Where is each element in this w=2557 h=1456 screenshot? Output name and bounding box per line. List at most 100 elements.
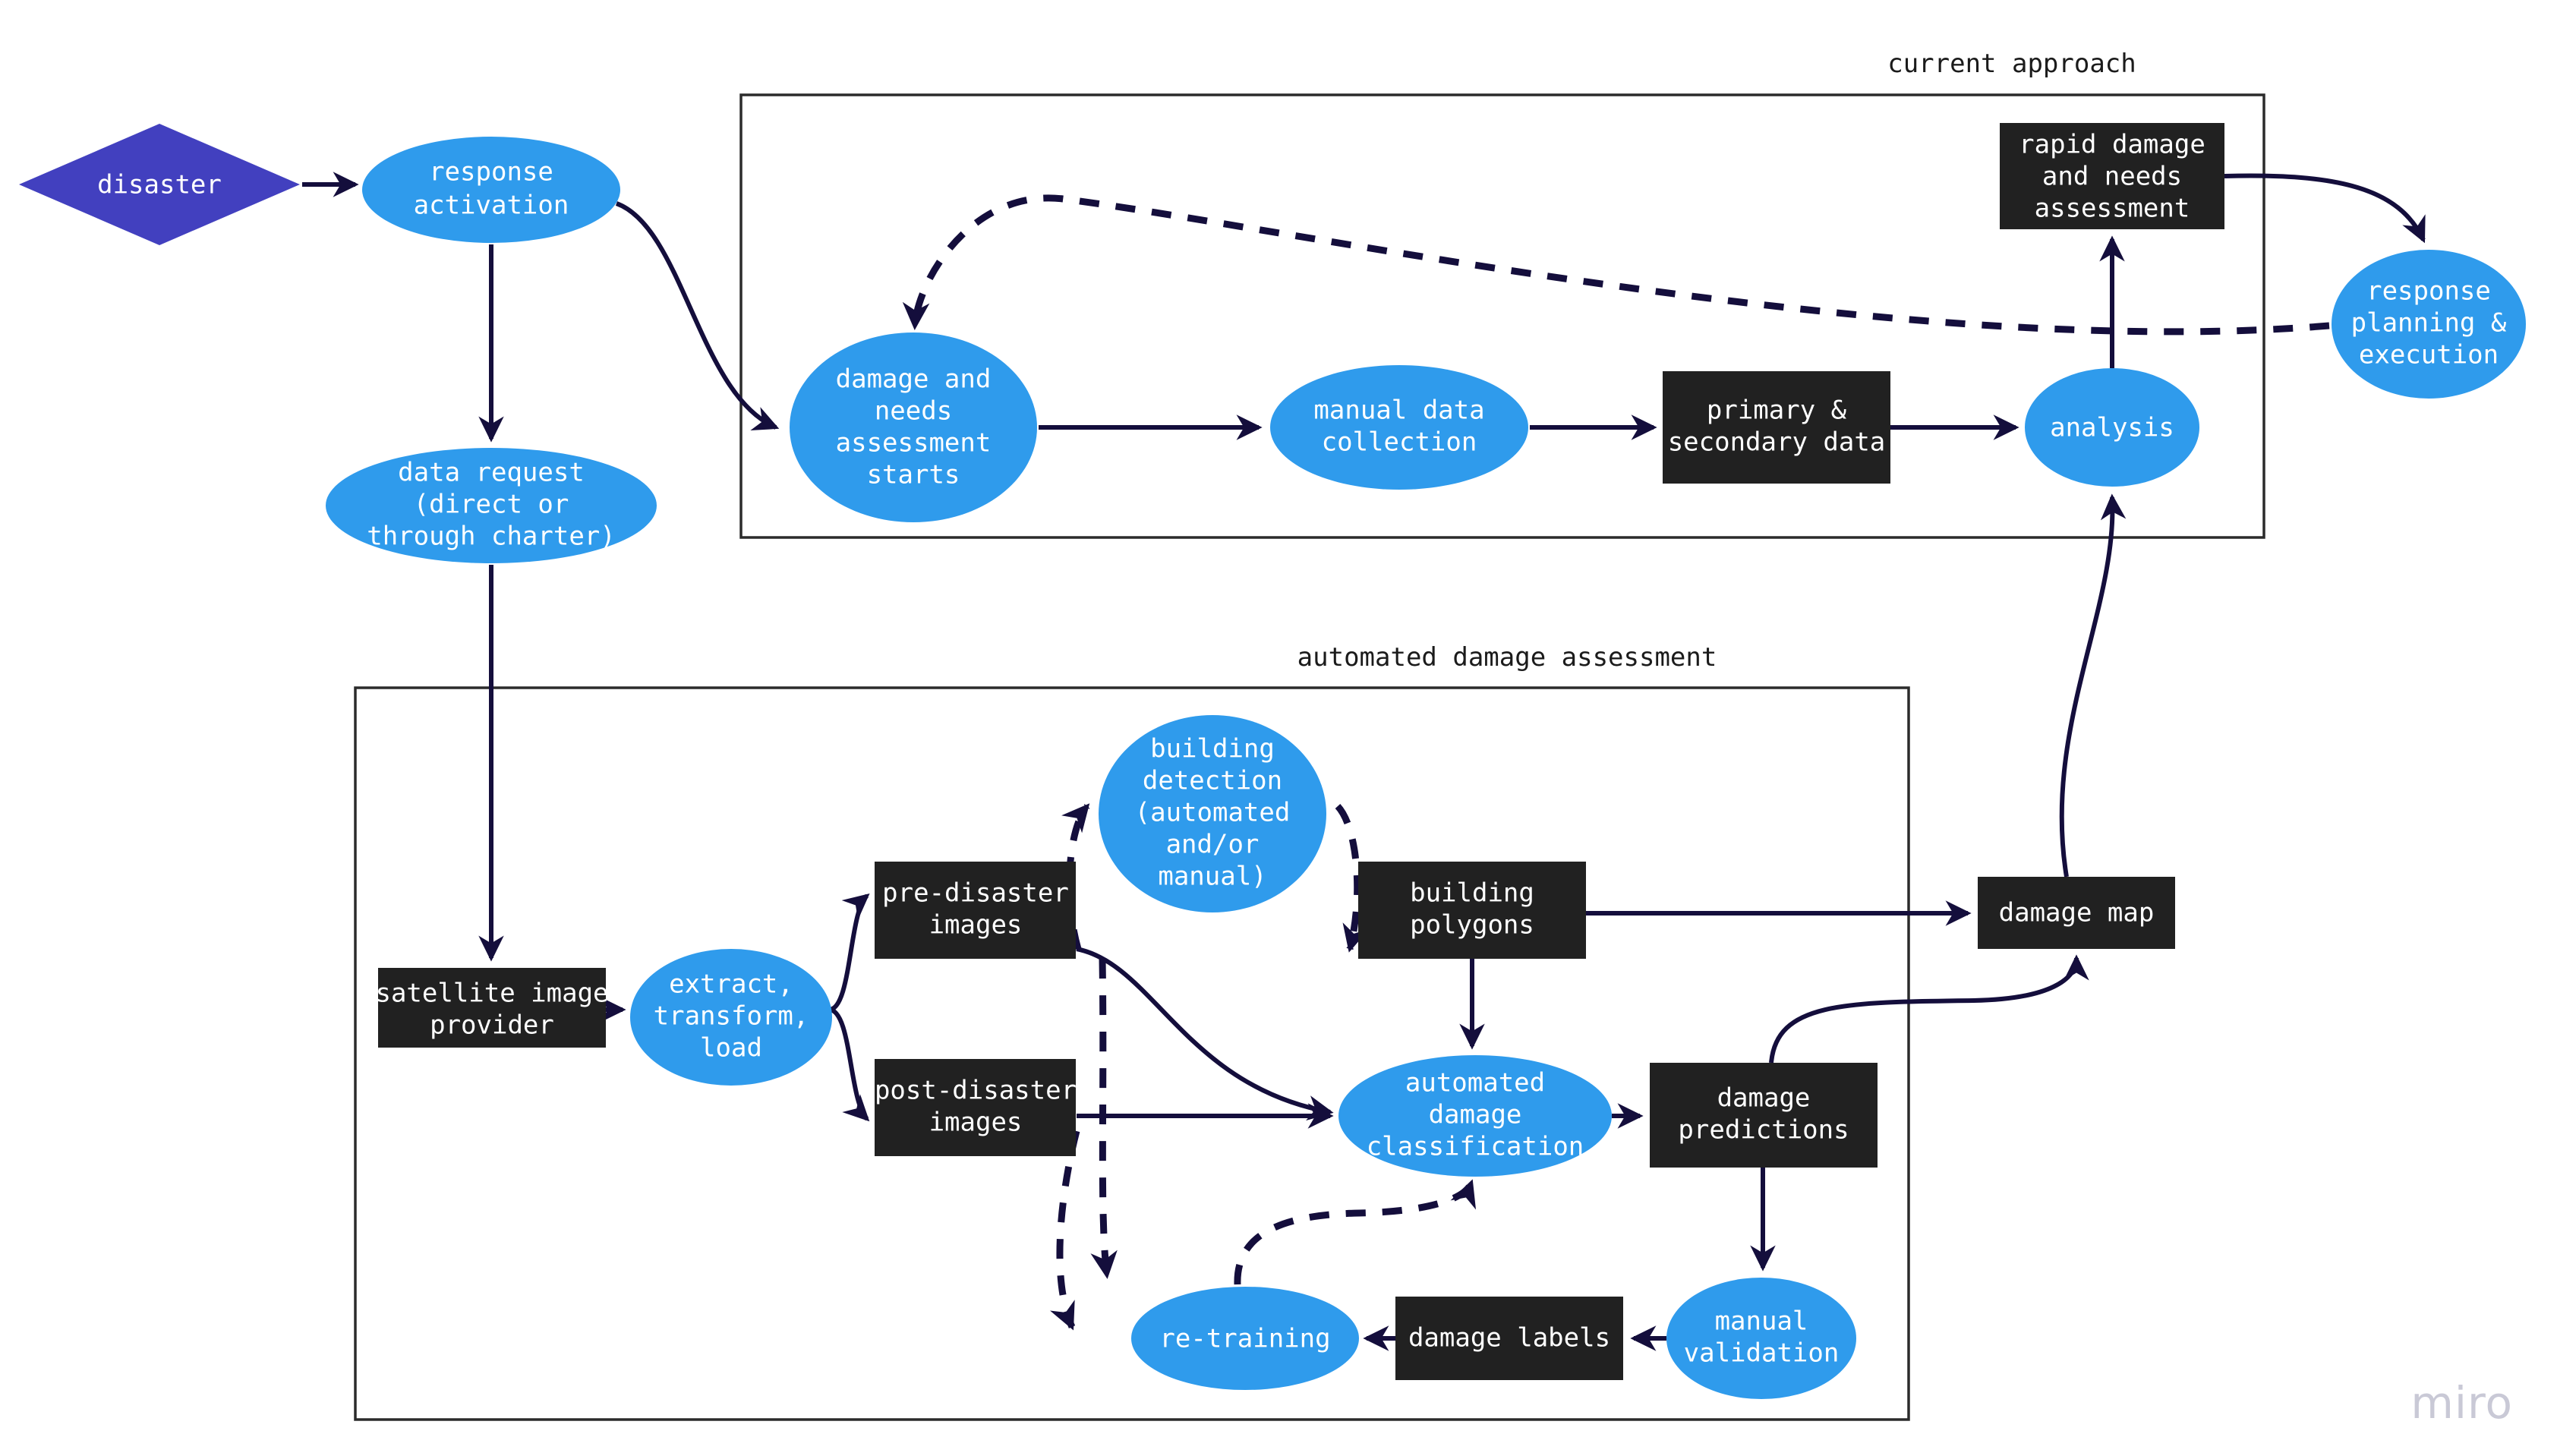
re-training-label: re-training [1159, 1324, 1330, 1354]
data-request-label-line2: (direct or [414, 490, 569, 520]
building-detection-label-line5: manual) [1158, 862, 1266, 892]
damage-predictions-shape [1650, 1063, 1878, 1168]
node-building-detection[interactable]: building detection (automated and/or man… [1099, 715, 1326, 912]
miro-watermark: miro [2410, 1377, 2513, 1429]
node-pre-disaster-images[interactable]: pre-disaster images [875, 862, 1076, 959]
node-data-request[interactable]: data request (direct or through charter) [326, 448, 657, 563]
edge-pre-disaster-images-to-re-training [1090, 958, 1118, 1279]
automated-damage-classification-label-line3: classification [1367, 1132, 1584, 1162]
damage-map-label: damage map [1999, 898, 2155, 928]
damage-and-needs-assessment-starts-label-line3: assessment [836, 428, 992, 459]
response-planning-execution-label-line2: planning & [2351, 308, 2507, 339]
node-post-disaster-images[interactable]: post-disaster images [875, 1059, 1077, 1156]
extract-transform-load-label-line2: transform, [654, 1001, 809, 1032]
post-disaster-images-shape [875, 1059, 1076, 1156]
manual-validation-shape [1666, 1278, 1856, 1399]
manual-data-collection-label-line2: collection [1322, 427, 1477, 458]
node-re-training[interactable]: re-training [1131, 1287, 1359, 1390]
edge-re-training-to-automated-damage-classification [1234, 1179, 1476, 1285]
node-rapid-damage-and-needs-assessment[interactable]: rapid damage and needs assessment [2000, 123, 2224, 229]
current-approach-label: current approach [1887, 49, 2136, 79]
satellite-image-provider-shape [378, 968, 606, 1048]
building-detection-label-line3: (automated [1135, 798, 1291, 828]
primary-secondary-data-label-line2: secondary data [1668, 427, 1886, 458]
automated-damage-assessment-label: automated damage assessment [1297, 642, 1717, 673]
extract-transform-load-shape [630, 949, 832, 1086]
node-primary-secondary-data[interactable]: primary & secondary data [1663, 371, 1890, 484]
edge-response-activation-to-damage-and-needs-assessment-starts [615, 201, 780, 430]
primary-secondary-data-shape [1663, 371, 1890, 484]
satellite-image-provider-label-line1: satellite image [375, 979, 608, 1009]
node-damage-predictions[interactable]: damage predictions [1650, 1063, 1878, 1168]
edge-damage-predictions-to-damage-map [1769, 954, 2089, 1064]
re-training-shape [1131, 1287, 1359, 1390]
building-polygons-shape [1358, 862, 1586, 959]
node-satellite-image-provider[interactable]: satellite image provider [375, 968, 609, 1048]
edges-layer [302, 172, 2426, 1351]
building-polygons-label-line1: building [1410, 878, 1534, 909]
node-damage-map[interactable]: damage map [1978, 877, 2175, 949]
response-activation-label-line2: activation [414, 191, 569, 221]
building-detection-label-line1: building [1150, 734, 1275, 764]
building-detection-label-line4: and/or [1166, 830, 1260, 860]
node-response-planning-execution[interactable]: response planning & execution [2332, 250, 2526, 399]
node-damage-labels[interactable]: damage labels [1395, 1297, 1623, 1380]
damage-predictions-label-line2: predictions [1678, 1115, 1849, 1146]
group-current-approach: current approach [739, 49, 2265, 539]
damage-predictions-label-line1: damage [1717, 1083, 1811, 1114]
pre-disaster-images-shape [875, 862, 1076, 959]
node-manual-validation[interactable]: manual validation [1666, 1278, 1856, 1399]
node-manual-data-collection[interactable]: manual data collection [1270, 365, 1528, 490]
edge-post-disaster-images-to-re-training [1050, 1130, 1080, 1331]
manual-validation-label-line2: validation [1684, 1338, 1840, 1369]
node-building-polygons[interactable]: building polygons [1358, 862, 1586, 959]
automated-damage-classification-label-line2: damage [1429, 1100, 1522, 1130]
response-planning-execution-label-line3: execution [2359, 340, 2499, 370]
manual-validation-label-line1: manual [1715, 1306, 1808, 1337]
damage-labels-label: damage labels [1408, 1323, 1610, 1354]
edge-pre-disaster-images-to-automated-damage-classification [1076, 947, 1334, 1121]
satellite-image-provider-label-line2: provider [430, 1010, 554, 1041]
pre-disaster-images-label-line2: images [929, 910, 1023, 941]
node-extract-transform-load[interactable]: extract, transform, load [630, 949, 832, 1086]
damage-labels-shape [1395, 1297, 1623, 1380]
analysis-label: analysis [2050, 413, 2174, 443]
automated-damage-classification-label-line1: automated [1405, 1068, 1545, 1098]
node-automated-damage-classification[interactable]: automated damage classification [1338, 1055, 1612, 1177]
damage-map-shape [1978, 877, 2175, 949]
node-response-activation[interactable]: response activation [362, 137, 620, 243]
disaster-label: disaster [97, 170, 222, 200]
manual-data-collection-label-line1: manual data [1313, 396, 1484, 426]
node-analysis[interactable]: analysis [2025, 368, 2199, 487]
response-activation-label-line1: response [429, 157, 553, 188]
primary-secondary-data-label-line1: primary & [1707, 396, 1847, 426]
edge-extract-transform-load-to-pre-disaster-images [828, 893, 870, 1012]
manual-data-collection-shape [1270, 365, 1528, 490]
damage-and-needs-assessment-starts-label-line4: starts [867, 460, 960, 490]
automated-damage-classification-shape [1338, 1055, 1612, 1177]
rapid-damage-and-needs-assessment-label-line2: and needs [2042, 162, 2182, 192]
node-disaster[interactable]: disaster [19, 124, 300, 245]
post-disaster-images-label-line2: images [929, 1108, 1023, 1138]
rapid-damage-and-needs-assessment-label-line1: rapid damage [2019, 130, 2205, 160]
damage-and-needs-assessment-starts-label-line1: damage and [836, 364, 992, 395]
response-planning-execution-label-line1: response [2366, 276, 2491, 307]
disaster-diamond-shape [19, 124, 300, 245]
data-request-label-line1: data request [398, 458, 585, 488]
extract-transform-load-label-line3: load [700, 1033, 762, 1064]
building-detection-shape [1099, 715, 1326, 912]
data-request-shape [326, 448, 657, 563]
building-detection-label-line2: detection [1143, 766, 1282, 796]
edge-extract-transform-load-to-post-disaster-images [828, 1007, 870, 1122]
response-planning-execution-shape [2332, 250, 2526, 399]
group-automated-damage-assessment: automated damage assessment [354, 642, 1910, 1421]
data-request-label-line3: through charter) [367, 522, 616, 552]
automated-damage-assessment-border [354, 686, 1910, 1421]
edge-damage-map-to-analysis [2059, 493, 2127, 878]
rapid-damage-and-needs-assessment-shape [2000, 123, 2224, 229]
edge-response-planning-execution-to-damage-and-needs-assessment-starts [902, 194, 2330, 336]
node-damage-and-needs-assessment-starts[interactable]: damage and needs assessment starts [790, 332, 1037, 522]
rapid-damage-and-needs-assessment-label-line3: assessment [2035, 194, 2190, 224]
building-polygons-label-line2: polygons [1410, 910, 1534, 941]
extract-transform-load-label-line1: extract, [669, 969, 793, 1000]
